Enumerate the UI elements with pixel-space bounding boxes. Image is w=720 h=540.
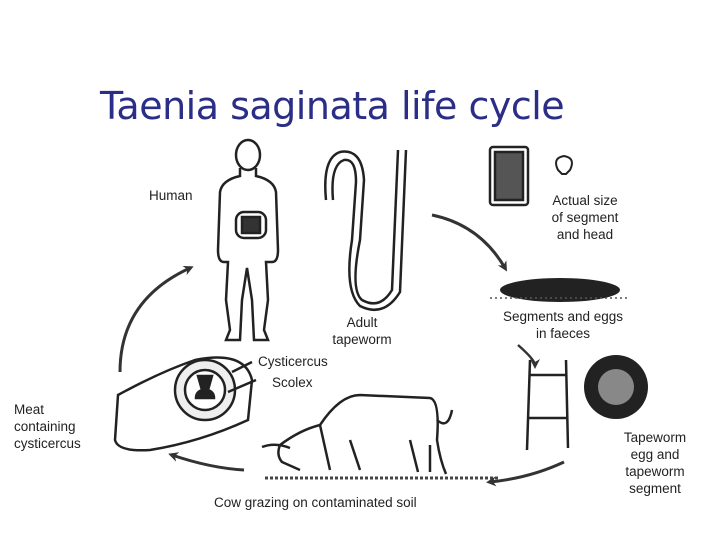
adult-tapeworm-icon: [324, 149, 408, 311]
scolex-head-icon: [555, 154, 573, 175]
label-faeces-line2: in faeces: [535, 326, 591, 341]
faeces-icon: [490, 278, 630, 302]
arrow-human-to-faeces: [431, 213, 508, 272]
arrow-meat-to-human: [118, 265, 194, 373]
label-actual-size-line3: and head: [556, 227, 614, 242]
human-figure-icon: [216, 138, 280, 342]
label-egg-line2: egg and: [630, 447, 680, 462]
arrow-cow-to-meat: [168, 452, 245, 472]
arrow-egg-to-cow: [486, 460, 565, 487]
label-egg-line3: tapeworm: [625, 464, 685, 479]
label-meat-line1: Meat: [14, 402, 45, 417]
label-egg-line4: segment: [629, 481, 681, 496]
label-meat-line3: cysticercus: [14, 436, 81, 451]
label-actual-size-line2: of segment: [551, 210, 619, 225]
arrow-faeces-to-egg: [517, 344, 540, 369]
label-actual-size-line1: Actual size: [552, 193, 618, 208]
tapeworm-egg-icon: [584, 355, 648, 419]
label-adult-tapeworm-line1: Adult: [346, 315, 378, 330]
cow-icon: [261, 393, 454, 475]
meat-cysticercus-icon: [113, 356, 257, 452]
label-egg-line1: Tapeworm: [623, 430, 687, 445]
label-faeces-line1: Segments and eggs: [502, 309, 624, 324]
slide-title: Taenia saginata life cycle: [100, 84, 565, 128]
label-human: Human: [149, 188, 193, 203]
label-cow: Cow grazing on contaminated soil: [214, 495, 417, 510]
label-cysticercus: Cysticercus: [258, 354, 328, 369]
label-meat-line2: containing: [14, 419, 76, 434]
tapeworm-segment-chain-icon: [525, 359, 570, 451]
label-scolex: Scolex: [272, 375, 313, 390]
segment-actual-size-icon: [488, 145, 530, 207]
label-adult-tapeworm-line2: tapeworm: [332, 332, 392, 347]
